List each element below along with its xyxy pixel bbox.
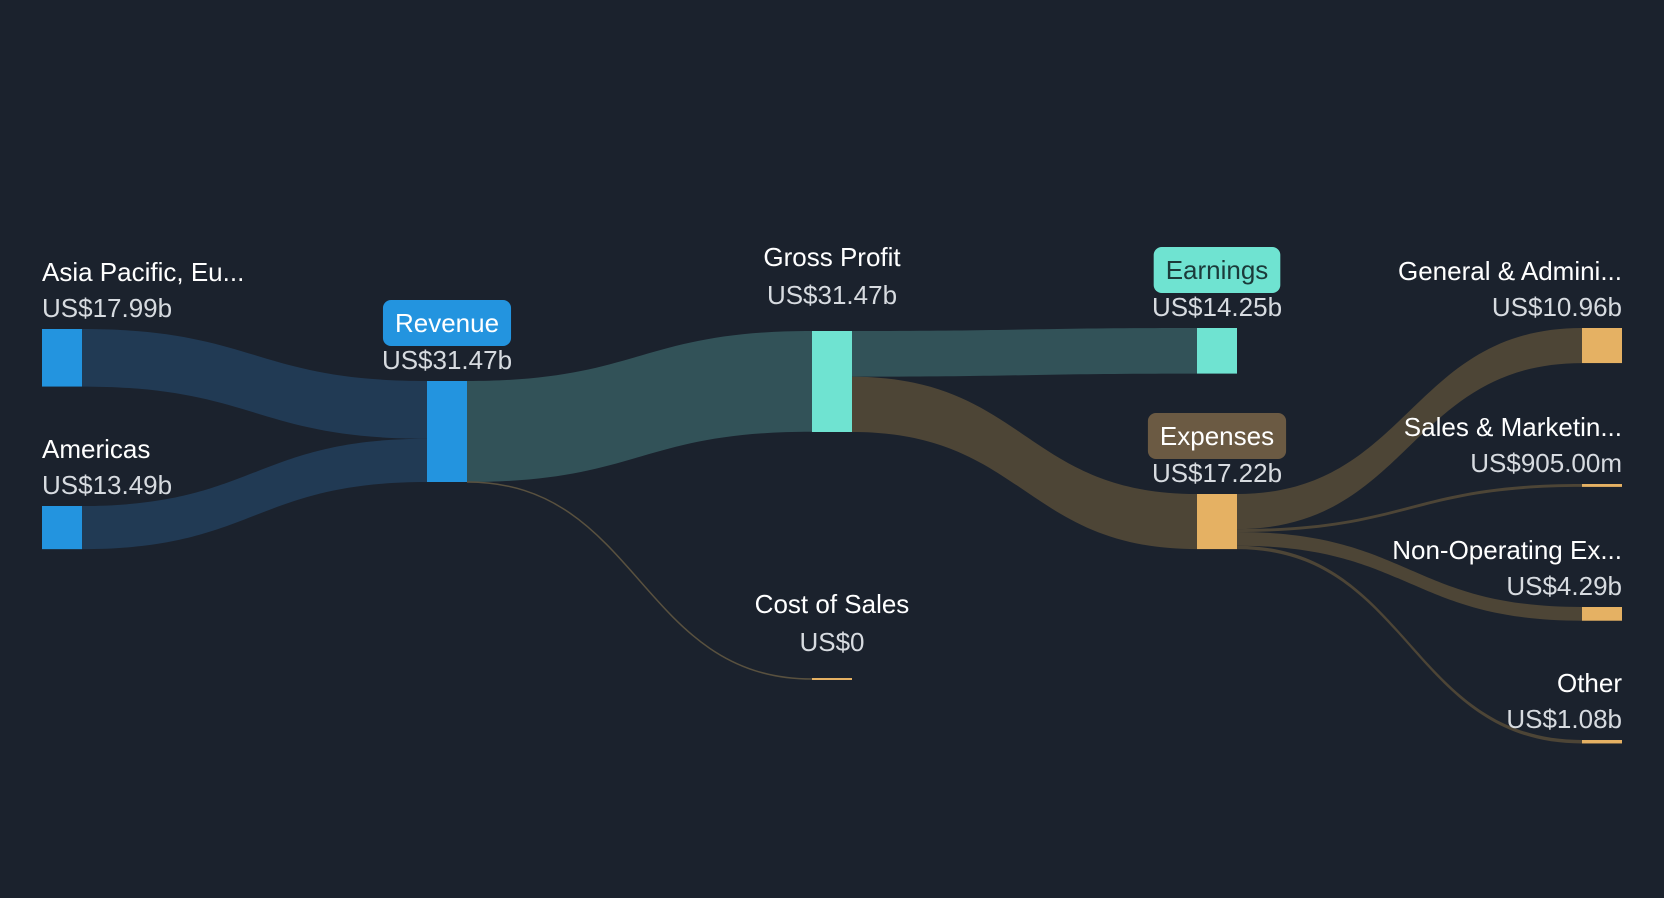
node-name-expenses: Expenses [1160,421,1274,451]
link-expenses-nonop [1237,531,1582,621]
node-value-sm: US$905.00m [1470,448,1622,478]
node-pill-expenses [1147,413,1287,459]
node-value-americas: US$13.49b [42,470,172,500]
link-expenses-other [1237,545,1582,744]
nodes-layer [42,328,1622,744]
node-bar-sm [1582,484,1622,487]
node-bar-americas [42,506,82,550]
node-value-ga: US$10.96b [1492,292,1622,322]
node-bar-gross_profit [812,331,852,432]
node-value-revenue: US$31.47b [382,345,512,375]
node-name-cost_of_sales: Cost of Sales [755,589,910,619]
node-name-gross_profit: Gross Profit [763,242,901,272]
node-pill-earnings [1153,247,1281,293]
node-bar-expenses [1197,494,1237,550]
link-expenses-ga [1237,328,1582,530]
link-americas-revenue [82,438,427,550]
link-asia-revenue [82,329,427,439]
node-bar-other [1582,740,1622,744]
node-bar-earnings [1197,328,1237,374]
node-pill-revenue [382,300,512,346]
node-value-cost_of_sales: US$0 [799,627,864,657]
link-revenue-gross_profit [467,331,812,482]
node-bar-asia [42,329,82,387]
node-name-revenue: Revenue [395,308,499,338]
link-expenses-sm [1237,484,1582,532]
node-bar-ga [1582,328,1622,364]
node-value-nonop: US$4.29b [1506,571,1622,601]
node-name-asia: Asia Pacific, Eu... [42,257,244,287]
link-gross_profit-earnings [852,328,1197,377]
node-name-other: Other [1557,668,1622,698]
node-value-asia: US$17.99b [42,293,172,323]
node-bar-revenue [427,381,467,482]
node-name-nonop: Non-Operating Ex... [1392,535,1622,565]
link-revenue-cost-of-sales [466,481,813,680]
links-layer [82,328,1582,744]
node-bar-nonop [1582,607,1622,621]
node-name-earnings: Earnings [1166,255,1269,285]
node-value-expenses: US$17.22b [1152,458,1282,488]
node-value-other: US$1.08b [1506,704,1622,734]
node-value-gross_profit: US$31.47b [767,280,897,310]
link-gross_profit-expenses [852,376,1197,550]
node-name-sm: Sales & Marketin... [1404,412,1622,442]
node-name-ga: General & Admini... [1398,256,1622,286]
node-name-americas: Americas [42,434,150,464]
node-value-earnings: US$14.25b [1152,292,1282,322]
labels-layer: Asia Pacific, Eu...US$17.99bAmericasUS$1… [42,242,1622,734]
node-bar-cost_of_sales [812,678,852,680]
